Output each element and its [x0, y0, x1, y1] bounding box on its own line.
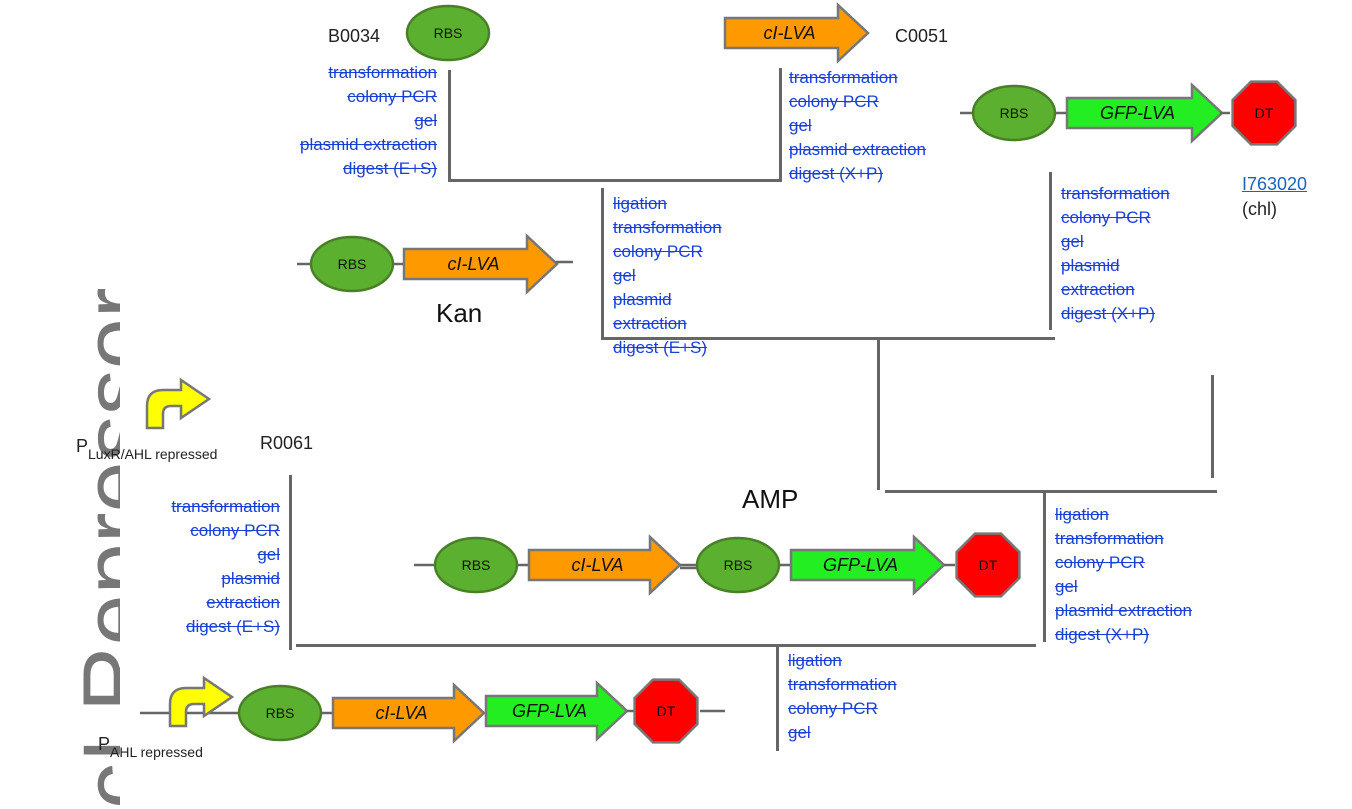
ci-lva-glyph-label: cI-LVA [763, 23, 815, 43]
step-item: plasmid [613, 290, 672, 309]
rbs-label: RBS [462, 557, 491, 573]
step-item: gel [1061, 232, 1084, 251]
terminator-glyph [633, 678, 699, 744]
terminator-label: DT [657, 703, 676, 719]
connector-line [289, 475, 292, 650]
connector-line [776, 647, 779, 751]
step-item: colony PCR [1055, 553, 1145, 572]
step-item: gel [257, 545, 280, 564]
ci-lva-glyph-label: cI-LVA [571, 555, 623, 575]
step-item: colony PCR [190, 521, 280, 540]
ci-lva-glyph [331, 682, 486, 744]
step-item: colony PCR [347, 87, 437, 106]
steps-final: ligation transformation colony PCR gel [788, 649, 897, 745]
step-item: digest (E+S) [185, 617, 280, 636]
connector-line [1043, 492, 1046, 642]
step-item: extraction [613, 314, 687, 333]
connector-line [877, 340, 880, 490]
step-item: gel [1055, 577, 1078, 596]
part-label-r0061: R0061 [260, 433, 314, 453]
steps-kan-construct: ligation transformation colony PCR gel plasm… [613, 192, 722, 360]
ci-lva-glyph-label: cI-LVA [447, 254, 499, 274]
step-item: ligation [613, 194, 667, 213]
step-item: digest (E+S) [613, 338, 708, 357]
steps-amp-construct: ligation transformation colony PCR gel plasm… [1055, 503, 1192, 647]
steps-c0051: transformation colony PCR gel plasmid extra… [789, 66, 926, 186]
connector-line [779, 68, 782, 182]
ci-lva-glyph [723, 2, 870, 64]
promoter-ahl-glyph [168, 675, 235, 728]
step-item: plasmid [221, 569, 280, 588]
step-item: transformation [1055, 529, 1164, 548]
rbs-label: RBS [1000, 105, 1029, 121]
connector-line [296, 644, 1036, 647]
connector-line [448, 179, 782, 182]
step-item: gel [789, 116, 812, 135]
step-item: gel [613, 266, 636, 285]
promoter-luxr-glyph [145, 377, 212, 430]
resistance-amp: AMP [742, 484, 799, 514]
rbs-label: RBS [266, 705, 295, 721]
steps-b0034: transformation colony PCR gel plasmid extra… [252, 61, 437, 181]
gfp-lva-glyph [789, 534, 946, 596]
gfp-lva-glyph-label: GFP-LVA [512, 701, 587, 721]
terminator-glyph [1231, 80, 1297, 146]
step-item: digest (X+P) [1055, 625, 1150, 644]
terminator-label: DT [979, 557, 998, 573]
step-item: colony PCR [1061, 208, 1151, 227]
connector-line [448, 70, 451, 180]
step-item: transformation [789, 68, 898, 87]
promoter-label-ahl: PAHL repressed [98, 734, 203, 760]
step-item: transformation [1061, 184, 1170, 203]
step-item: colony PCR [613, 242, 703, 261]
connector-line [601, 337, 1055, 340]
gfp-lva-glyph [484, 680, 629, 742]
step-item: digest (X+P) [789, 164, 884, 183]
resistance-kan: Kan [436, 298, 483, 328]
connector-line [885, 490, 1217, 493]
rbs-label: RBS [724, 557, 753, 573]
steps-r0061: transformation colony PCR gel plasmid extrac… [120, 495, 280, 639]
step-item: transformation [171, 497, 280, 516]
step-item: transformation [613, 218, 722, 237]
step-item: colony PCR [788, 699, 878, 718]
step-item: digest (E+S) [342, 159, 437, 178]
terminator-label: DT [1255, 105, 1274, 121]
step-item: plasmid extraction [789, 140, 927, 159]
step-item: plasmid [1061, 256, 1120, 275]
step-item: plasmid extraction [1055, 601, 1193, 620]
step-item: extraction [1061, 280, 1135, 299]
part-link-i763020[interactable]: I763020 [1242, 174, 1308, 194]
rbs-label: RBS [434, 25, 463, 41]
connector-line [1049, 172, 1052, 330]
gfp-lva-glyph-label: GFP-LVA [823, 555, 898, 575]
rbs-glyph [405, 4, 491, 62]
part-label-c0051: C0051 [895, 26, 949, 46]
step-item: plasmid extraction [299, 135, 437, 154]
promoter-label-luxr: PLuxR/AHL repressed [76, 436, 218, 462]
connector-line [601, 188, 604, 340]
ci-lva-glyph [527, 534, 682, 596]
step-item: gel [788, 723, 811, 742]
resistance-chl: (chl) [1242, 199, 1277, 219]
step-item: gel [414, 111, 437, 130]
step-item: extraction [206, 593, 280, 612]
step-item: digest (X+P) [1061, 304, 1156, 323]
connector-line [1211, 375, 1214, 478]
gfp-lva-glyph-label: GFP-LVA [1100, 103, 1175, 123]
gfp-lva-glyph [1065, 82, 1224, 144]
steps-i763020: transformation colony PCR gel plasmid extrac… [1061, 182, 1170, 326]
step-item: ligation [788, 651, 842, 670]
ci-lva-glyph [402, 233, 559, 295]
ci-lva-glyph-label: cI-LVA [375, 703, 427, 723]
step-item: transformation [328, 63, 437, 82]
rbs-label: RBS [338, 256, 367, 272]
terminator-glyph [955, 532, 1021, 598]
step-item: ligation [1055, 505, 1109, 524]
step-item: colony PCR [789, 92, 879, 111]
step-item: transformation [788, 675, 897, 694]
part-label-b0034: B0034 [328, 26, 381, 46]
